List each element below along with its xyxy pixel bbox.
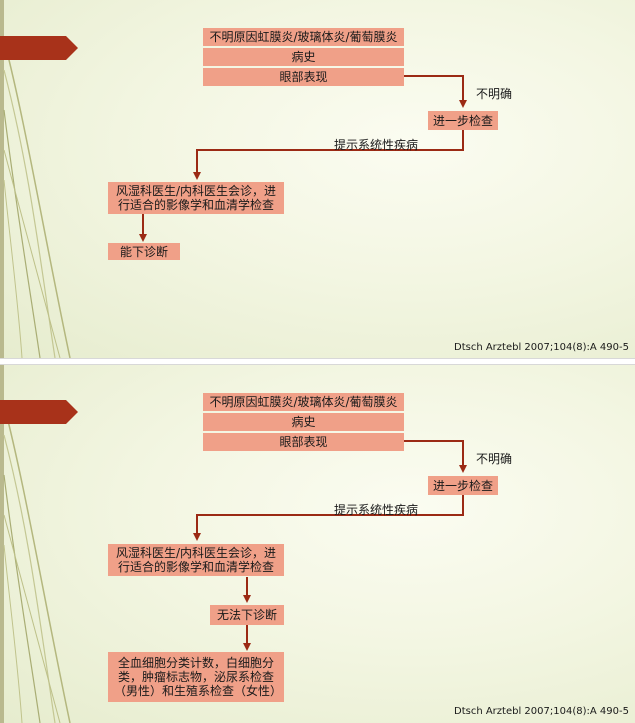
box-history: 病史 bbox=[203, 48, 404, 66]
decorative-grass-lines bbox=[3, 404, 71, 723]
arrow-further-to-consult bbox=[193, 495, 464, 541]
box-ocular-findings: 眼部表现 bbox=[203, 68, 404, 86]
title-ribbon bbox=[0, 36, 78, 60]
box-history: 病史 bbox=[203, 413, 404, 431]
label-unclear: 不明确 bbox=[476, 87, 513, 101]
title-ribbon bbox=[0, 400, 78, 424]
citation: Dtsch Arztebl 2007;104(8):A 490-5 bbox=[454, 706, 629, 717]
flow-arrows bbox=[139, 75, 467, 242]
citation: Dtsch Arztebl 2007;104(8):A 490-5 bbox=[454, 342, 629, 353]
box-further-exam: 进一步检查 bbox=[428, 111, 498, 130]
box-uveitis-title: 不明原因虹膜炎/玻璃体炎/葡萄膜炎 bbox=[203, 393, 404, 411]
box-diagnosis: 能下诊断 bbox=[108, 243, 180, 260]
slide-1: 不明原因虹膜炎/玻璃体炎/葡萄膜炎 病史 眼部表现 不明确 进一步检查 提示系统… bbox=[0, 0, 635, 358]
arrow-further-to-consult bbox=[193, 130, 464, 180]
slide-divider bbox=[0, 358, 635, 365]
slide-left-border bbox=[0, 0, 4, 358]
arrow-exam-to-further bbox=[404, 75, 467, 108]
box-no-diagnosis: 无法下诊断 bbox=[210, 605, 284, 625]
box-further-tests: 全血细胞分类计数，白细胞分类，肿瘤标志物，泌尿系检查（男性）和生殖系检查（女性） bbox=[108, 652, 284, 702]
slide-left-border bbox=[0, 365, 4, 723]
decorative-grass-lines bbox=[3, 39, 71, 358]
flow-arrows bbox=[193, 440, 467, 651]
label-systemic-disease: 提示系统性疾病 bbox=[334, 503, 419, 517]
box-consultation: 风湿科医生/内科医生会诊，进行适合的影像学和血清学检查 bbox=[108, 544, 284, 576]
box-uveitis-title: 不明原因虹膜炎/玻璃体炎/葡萄膜炎 bbox=[203, 28, 404, 46]
slide-2: 不明原因虹膜炎/玻璃体炎/葡萄膜炎 病史 眼部表现 不明确 进一步检查 提示系统… bbox=[0, 365, 635, 723]
box-consultation: 风湿科医生/内科医生会诊，进行适合的影像学和血清学检查 bbox=[108, 182, 284, 214]
box-ocular-findings: 眼部表现 bbox=[203, 433, 404, 451]
label-systemic-disease: 提示系统性疾病 bbox=[334, 138, 419, 152]
box-further-exam: 进一步检查 bbox=[428, 476, 498, 495]
label-unclear: 不明确 bbox=[476, 452, 513, 466]
arrow-exam-to-further bbox=[404, 440, 467, 473]
